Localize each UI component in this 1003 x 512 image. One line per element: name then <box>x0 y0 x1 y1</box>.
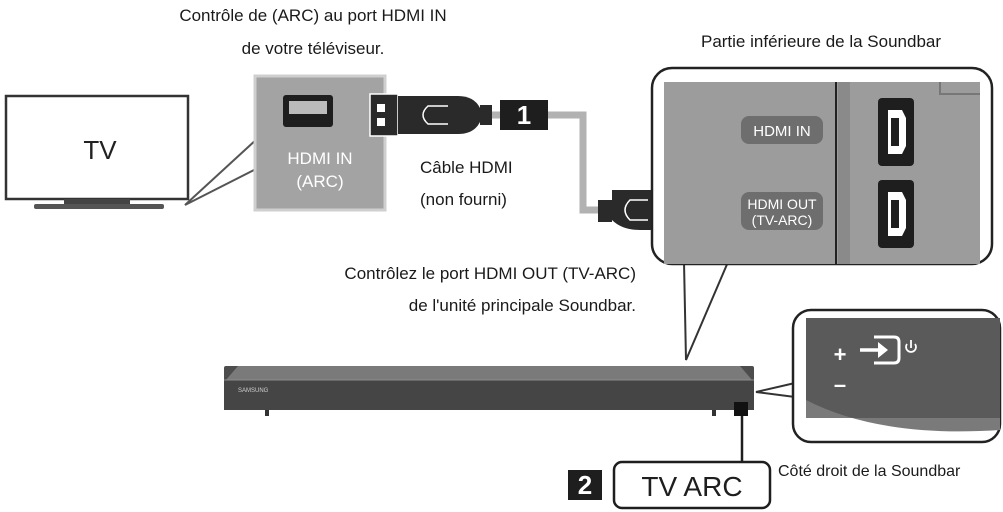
soundbar-side-title: Côté droit de la Soundbar <box>778 463 961 480</box>
side-panel-face <box>806 318 1000 418</box>
port-label-hdmi-in-badge <box>741 116 823 144</box>
plug-boot <box>598 200 612 222</box>
tv-port-label-line1: HDMI IN <box>287 149 352 168</box>
soundbar-bottom-panel: HDMI IN HDMI OUT (TV-ARC) <box>650 66 994 361</box>
soundbar-side-port-marker <box>734 402 748 416</box>
tv-port-label-line2: (ARC) <box>296 172 343 191</box>
plug-tip-hole <box>377 104 385 112</box>
side-panel-bottom-curve <box>806 400 1000 432</box>
bottom-panel-recess-wall <box>838 82 850 264</box>
tv-port-panel: HDMI IN (ARC) <box>253 74 387 212</box>
port-label-hdmi-out-badge <box>741 192 823 230</box>
power-icon[interactable] <box>905 340 917 353</box>
soundbar-main-unit: SAMSUNG <box>224 366 754 466</box>
cable-label-line2: (non fourni) <box>420 190 507 209</box>
tv-arc-label: TV ARC <box>641 471 742 502</box>
plug-tip-hole <box>377 118 385 126</box>
tv-arc-label-box <box>612 460 772 510</box>
port-label-hdmi-out-line1: HDMI OUT <box>747 196 817 212</box>
plug-grip <box>624 199 648 221</box>
soundbar-top-face <box>226 366 752 380</box>
source-input-icon[interactable] <box>860 335 901 365</box>
side-panel-callout-pointer <box>755 381 796 399</box>
soundbar-brand-logo: SAMSUNG <box>238 388 269 394</box>
bottom-panel-corner <box>939 82 980 95</box>
tv-illustration: TV <box>4 94 259 209</box>
tv-port-title-line2: de votre téléviseur. <box>241 39 385 58</box>
main-unit-instruction-line1: Contrôlez le port HDMI OUT (TV-ARC) <box>344 264 636 283</box>
bottom-panel-callout-pointer <box>682 261 730 361</box>
soundbar-foot <box>712 410 716 416</box>
step-1-number: 1 <box>517 100 531 130</box>
plug-boot <box>480 105 492 125</box>
step-2-badge <box>568 470 602 500</box>
main-unit-instruction-line2: de l'unité principale Soundbar. <box>408 296 636 315</box>
soundbar-side-panel: + – <box>755 308 1002 444</box>
hdmi-in-port-icon <box>878 98 914 166</box>
tv-callout-pointer <box>184 135 259 206</box>
hdmi-plug-tv-end-icon <box>369 93 492 137</box>
tv-neck <box>64 199 130 204</box>
plug-body <box>398 96 480 134</box>
cable-label-line1: Câble HDMI <box>420 158 513 177</box>
hdmi-out-port-icon <box>878 180 914 248</box>
port-label-hdmi-in: HDMI IN <box>753 123 811 140</box>
plug-tip <box>369 93 399 137</box>
soundbar-front-face <box>224 380 754 410</box>
volume-down-button[interactable]: – <box>834 372 846 397</box>
tv-port-title-line1: Contrôle de (ARC) au port HDMI IN <box>179 6 447 25</box>
step-2-number: 2 <box>578 470 592 500</box>
port-label-hdmi-out-line2: (TV-ARC) <box>752 212 813 228</box>
tv-stand <box>34 204 164 209</box>
soundbar-foot <box>265 410 269 416</box>
step-1-badge <box>500 100 548 130</box>
tv-hdmi-port-pins <box>289 101 327 114</box>
tv-screen <box>4 94 190 201</box>
bottom-panel-bg <box>664 82 980 264</box>
plug-grip <box>422 105 448 125</box>
tv-label: TV <box>83 135 117 165</box>
soundbar-bottom-title: Partie inférieure de la Soundbar <box>700 32 942 51</box>
volume-up-button[interactable]: + <box>834 342 847 367</box>
